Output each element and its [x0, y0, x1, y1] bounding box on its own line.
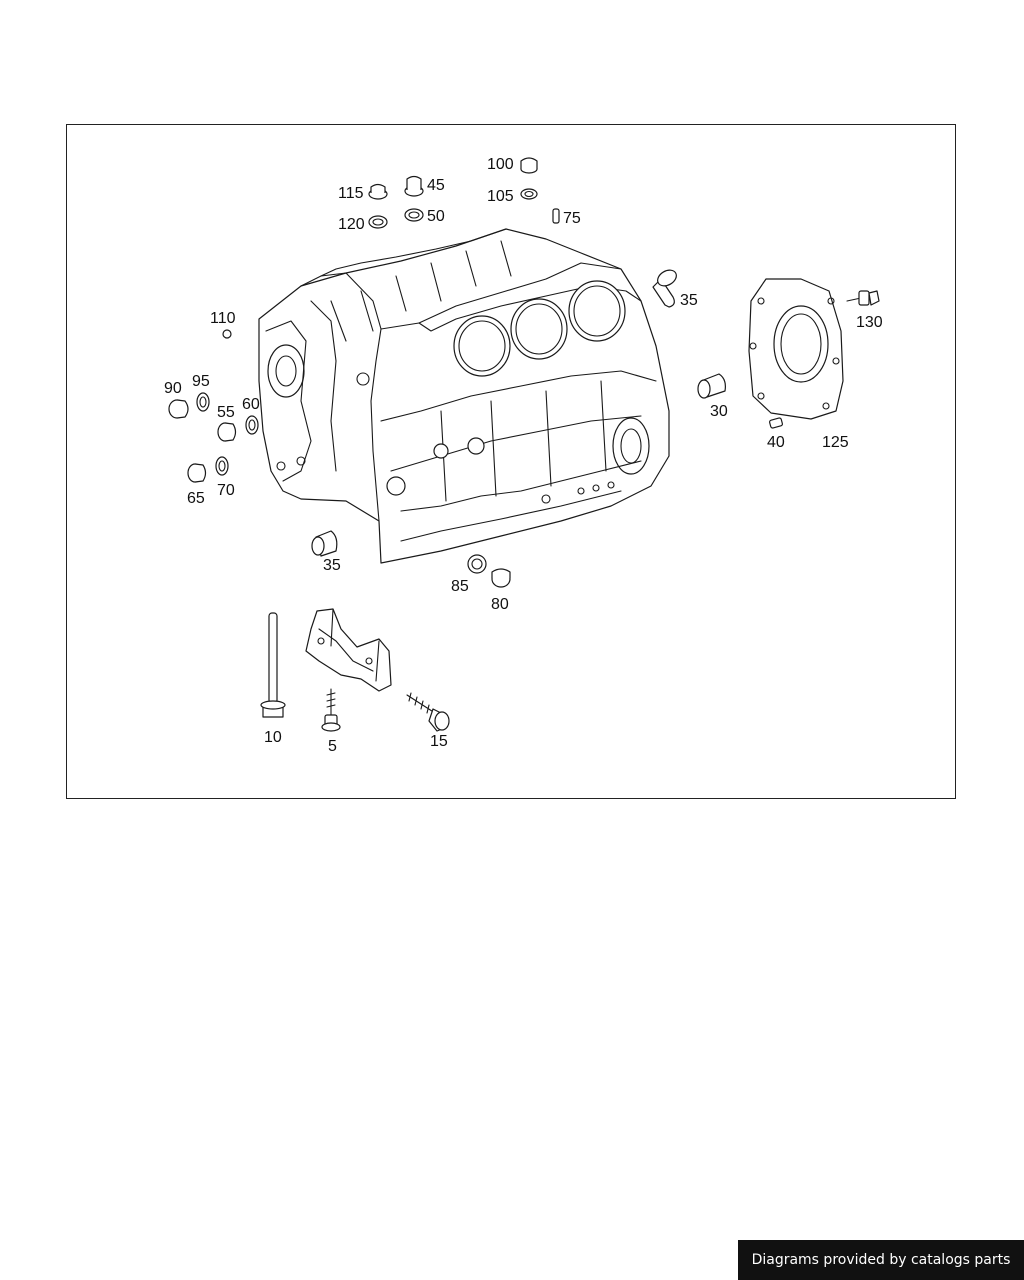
callout-115: 115 [338, 185, 364, 202]
plug-55 [217, 422, 237, 442]
callout-70: 70 [217, 482, 235, 499]
sleeve-35-lower [311, 530, 338, 557]
callout-labels: 100 115 45 105 120 50 75 35 130 110 90 9… [164, 156, 883, 755]
engine-block-exploded-diagram: 100 115 45 105 120 50 75 35 130 110 90 9… [164, 156, 883, 755]
callout-40: 40 [767, 434, 785, 451]
plug-100 [520, 157, 538, 174]
callout-45: 45 [427, 177, 445, 194]
sleeve-35-upper [652, 269, 677, 308]
seal-ring-85 [467, 554, 487, 574]
rear-cover-125 [748, 278, 844, 420]
callout-35-upper: 35 [680, 292, 698, 309]
callout-75: 75 [563, 210, 581, 227]
callout-15: 15 [430, 733, 448, 750]
credit-text: Diagrams provided by catalogs parts [751, 1252, 1011, 1268]
credit-badge: Diagrams provided by catalogs parts [738, 1240, 1024, 1280]
callout-65: 65 [187, 490, 205, 507]
callout-90: 90 [164, 380, 182, 397]
plug-110 [222, 329, 232, 339]
bolt-10 [260, 612, 286, 718]
engine-block-illustration [258, 228, 670, 564]
callout-130: 130 [856, 314, 883, 331]
plug-80 [491, 568, 511, 588]
dowel-pin-75 [552, 208, 560, 224]
callout-50: 50 [427, 208, 445, 225]
sleeve-30 [697, 373, 726, 399]
seal-ring-70 [215, 456, 229, 476]
callout-95: 95 [192, 373, 210, 390]
bolt-5 [321, 688, 341, 732]
seal-ring-50 [404, 208, 424, 222]
seal-ring-60 [245, 415, 259, 435]
plug-115 [368, 183, 388, 200]
seal-ring-120 [368, 215, 388, 229]
callout-5: 5 [328, 738, 337, 755]
callout-30: 30 [710, 403, 728, 420]
bolt-130 [846, 290, 880, 306]
seal-ring-105 [520, 188, 538, 200]
callout-120: 120 [338, 216, 365, 233]
callout-10: 10 [264, 729, 282, 746]
bolt-15 [406, 692, 450, 732]
plug-90 [168, 399, 189, 419]
callout-110: 110 [210, 310, 236, 327]
plug-65 [187, 463, 207, 483]
seal-ring-95 [196, 392, 210, 412]
callout-125: 125 [822, 434, 849, 451]
parts-diagram-frame: 100 115 45 105 120 50 75 35 130 110 90 9… [66, 124, 956, 799]
dowel-pin-40 [769, 417, 783, 429]
plug-45 [404, 175, 424, 197]
callout-35-lower: 35 [323, 557, 341, 574]
bearing-bridge [305, 608, 392, 692]
callout-80: 80 [491, 596, 509, 613]
callout-100: 100 [487, 156, 514, 173]
callout-55: 55 [217, 404, 235, 421]
callout-105: 105 [487, 188, 514, 205]
callout-85: 85 [451, 578, 469, 595]
callout-60: 60 [242, 396, 260, 413]
